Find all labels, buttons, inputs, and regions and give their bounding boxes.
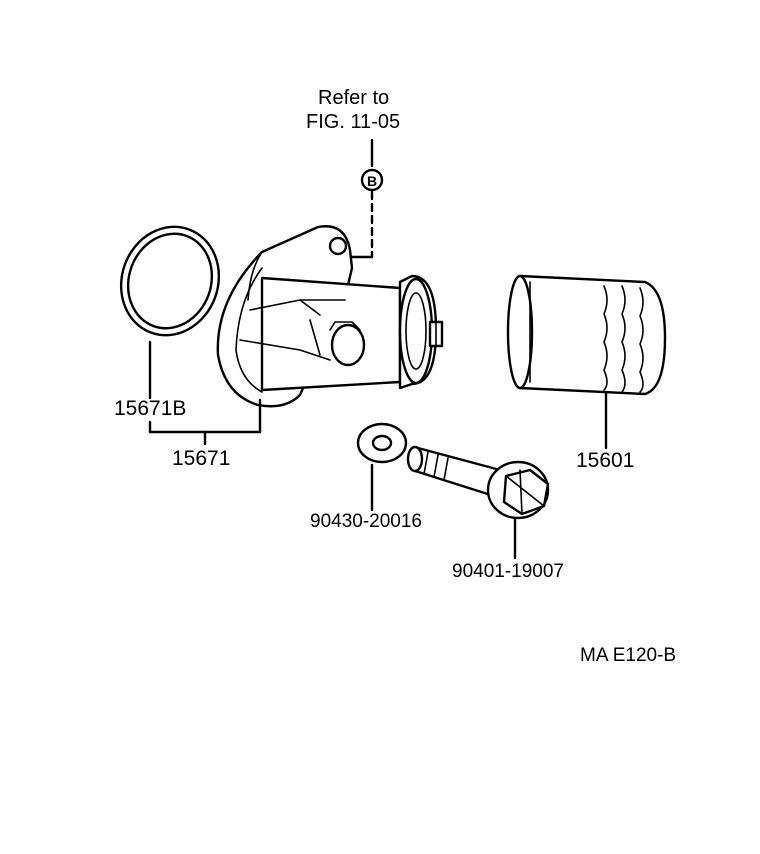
part-label-gasket: 15671B: [114, 397, 187, 420]
figure-code: MA E120-B: [580, 645, 677, 666]
leader-lines: [148, 340, 608, 560]
part-label-filter: 15601: [576, 449, 635, 472]
filter-bracket-housing: [216, 225, 444, 408]
washer: [356, 422, 408, 464]
union-bolt: [406, 445, 550, 520]
part-label-bolt: 90401-19007: [452, 561, 564, 582]
reference-text-line2: FIG. 11-05: [306, 111, 401, 133]
gasket-ring: [119, 225, 221, 337]
reference-text-line1: Refer to: [318, 87, 390, 109]
reference-marker-letter: B: [367, 173, 377, 189]
part-label-bracket: 15671: [172, 447, 231, 470]
oil-filter: [506, 274, 667, 396]
reference-leader: B: [348, 138, 384, 259]
part-label-washer: 90430-20016: [310, 511, 422, 532]
